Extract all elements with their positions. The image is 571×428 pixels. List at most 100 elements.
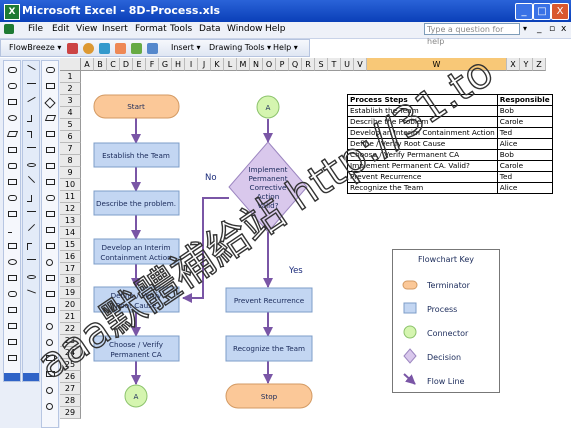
column-header-h[interactable]: H xyxy=(172,58,185,71)
row-header-12[interactable]: 12 xyxy=(60,203,81,215)
menu-format[interactable]: Format xyxy=(135,24,167,34)
collate-icon[interactable] xyxy=(46,355,55,361)
cross-circle-icon[interactable] xyxy=(46,403,53,410)
straight-line-icon[interactable] xyxy=(27,83,36,84)
process-define-root-cause[interactable] xyxy=(93,286,180,313)
table-cell[interactable]: Alice xyxy=(496,138,553,150)
connector-shape-icon[interactable] xyxy=(46,259,53,266)
table-cell[interactable]: Bob xyxy=(496,105,553,117)
terminator-shape-icon[interactable] xyxy=(46,67,55,73)
process-establish-team[interactable] xyxy=(93,142,180,168)
row-header-19[interactable]: 19 xyxy=(60,287,81,299)
toolbar-grip-2[interactable] xyxy=(23,373,39,381)
menu-view[interactable]: View xyxy=(76,24,98,34)
row-header-20[interactable]: 20 xyxy=(60,299,81,311)
decision-diamond[interactable] xyxy=(228,141,308,233)
merge-shape-icon[interactable] xyxy=(8,307,17,313)
column-header-d[interactable]: D xyxy=(120,58,133,71)
elbow-connector-icon[interactable] xyxy=(27,115,32,122)
row-header-5[interactable]: 5 xyxy=(60,119,81,131)
process-interim-containment[interactable] xyxy=(93,238,180,265)
row-header-23[interactable]: 23 xyxy=(60,335,81,347)
row-header-21[interactable]: 21 xyxy=(60,311,81,323)
table-cell[interactable]: Ted xyxy=(496,127,553,139)
tape-shape-icon[interactable] xyxy=(8,179,17,185)
menu-insert[interactable]: Insert xyxy=(102,24,128,34)
column-header-y[interactable]: Y xyxy=(520,58,533,71)
dash-line-icon[interactable] xyxy=(27,211,36,212)
tool-icon-5[interactable] xyxy=(131,43,142,54)
flowbreeze-menu-button[interactable]: FlowBreeze ▾ xyxy=(9,43,62,52)
row-header-13[interactable]: 13 xyxy=(60,215,81,227)
column-header-l[interactable]: L xyxy=(224,58,237,71)
or-icon[interactable] xyxy=(46,339,53,346)
process-shape-icon[interactable] xyxy=(46,83,55,89)
connector-a-bottom[interactable] xyxy=(124,384,148,408)
toolbar-grip[interactable] xyxy=(4,373,20,381)
row-header-11[interactable]: 11 xyxy=(60,191,81,203)
table-header-steps[interactable]: Process Steps xyxy=(347,94,498,106)
column-header-a[interactable]: A xyxy=(81,58,94,71)
collate-shape-icon[interactable] xyxy=(8,275,17,281)
table-cell[interactable]: Implement Permanent CA. Valid? xyxy=(347,160,498,172)
table-cell[interactable]: Describe the Problem xyxy=(347,116,498,128)
circle-icon[interactable] xyxy=(46,387,53,394)
column-header-w[interactable]: W xyxy=(367,58,507,71)
delay-shape-icon[interactable] xyxy=(8,243,17,249)
row-header-3[interactable]: 3 xyxy=(60,95,81,107)
column-header-o[interactable]: O xyxy=(263,58,276,71)
column-header-u[interactable]: U xyxy=(341,58,354,71)
row-header-6[interactable]: 6 xyxy=(60,131,81,143)
elbow-connector-2-icon[interactable] xyxy=(27,131,32,138)
table-cell[interactable]: Choose / Verify Permanent CA xyxy=(347,149,498,161)
table-cell[interactable]: Ted xyxy=(496,171,553,183)
tool-icon-3[interactable] xyxy=(99,43,110,54)
internal-storage-icon[interactable] xyxy=(46,147,55,153)
row-header-7[interactable]: 7 xyxy=(60,143,81,155)
process-prevent-recurrence[interactable] xyxy=(225,287,313,313)
manual-input-icon[interactable] xyxy=(46,227,55,233)
row-header-17[interactable]: 17 xyxy=(60,263,81,275)
menu-help[interactable]: Help xyxy=(265,24,286,34)
arc-line-icon[interactable] xyxy=(27,275,36,279)
start-terminator[interactable] xyxy=(93,94,180,119)
row-header-25[interactable]: 25 xyxy=(60,359,81,371)
menu-window[interactable]: Window xyxy=(227,24,263,34)
offpage-connector-icon[interactable] xyxy=(46,275,55,281)
tool-icon-4[interactable] xyxy=(115,43,126,54)
row-header-1[interactable]: 1 xyxy=(60,71,81,83)
table-cell[interactable]: Carole xyxy=(496,116,553,128)
row-header-22[interactable]: 22 xyxy=(60,323,81,335)
oval-shape-icon[interactable] xyxy=(8,83,17,89)
or-shape-icon[interactable] xyxy=(8,259,17,265)
row-header-18[interactable]: 18 xyxy=(60,275,81,287)
flowchart-key[interactable]: Flowchart Key Terminator Process Connect… xyxy=(392,249,500,393)
curve-line-icon[interactable] xyxy=(27,163,36,167)
insert-menu-button[interactable]: Insert ▾ xyxy=(171,43,201,52)
card-shape-icon[interactable] xyxy=(8,163,17,169)
row-header-26[interactable]: 26 xyxy=(60,371,81,383)
manual-input-shape-icon[interactable] xyxy=(8,211,17,217)
circle-shape-icon[interactable] xyxy=(8,115,17,121)
row-header-28[interactable]: 28 xyxy=(60,395,81,407)
manual-operation-icon[interactable] xyxy=(46,243,55,249)
row-header-14[interactable]: 14 xyxy=(60,227,81,239)
row-header-8[interactable]: 8 xyxy=(60,155,81,167)
table-cell[interactable]: Establish the Team xyxy=(347,105,498,117)
predefined-process-icon[interactable] xyxy=(46,131,55,137)
sort-shape-icon[interactable] xyxy=(8,323,17,329)
preparation-icon[interactable] xyxy=(46,211,55,217)
toolbar-help-menu-button[interactable]: Help ▾ xyxy=(273,43,298,52)
doc-minimize-button[interactable]: _ xyxy=(537,24,542,34)
arrow-line-icon[interactable] xyxy=(27,147,36,148)
column-header-z[interactable]: Z xyxy=(533,58,546,71)
line-shape-icon[interactable] xyxy=(8,227,12,233)
row-header-16[interactable]: 16 xyxy=(60,251,81,263)
minimize-button[interactable]: _ xyxy=(515,3,533,20)
column-header-n[interactable]: N xyxy=(250,58,263,71)
table-cell[interactable]: Prevent Recurrence xyxy=(347,171,498,183)
row-header-29[interactable]: 29 xyxy=(60,407,81,419)
sort-icon[interactable] xyxy=(46,371,55,377)
doc-close-button[interactable]: x xyxy=(561,24,567,34)
tool-icon-6[interactable] xyxy=(147,43,158,54)
